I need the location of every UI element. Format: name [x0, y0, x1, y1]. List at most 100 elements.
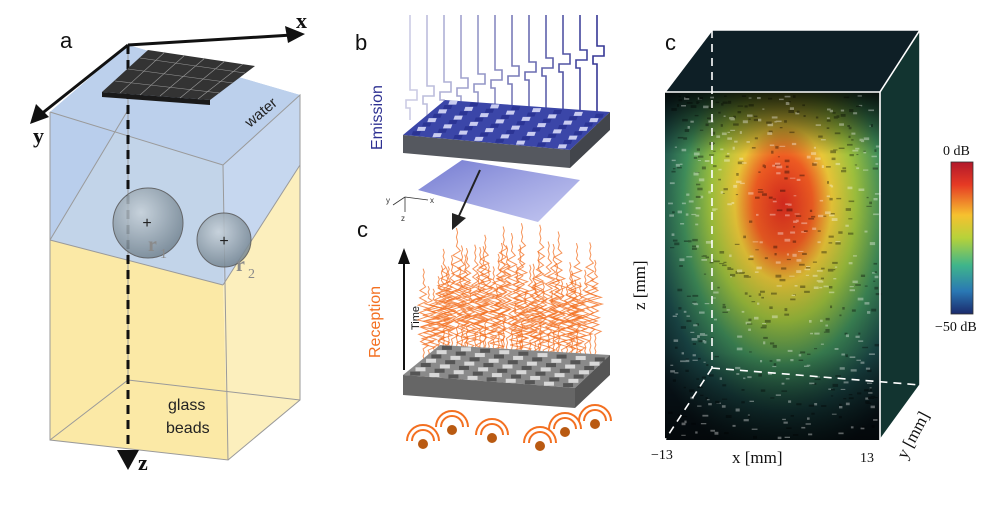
speckle-grain [825, 166, 831, 168]
speckle-grain [693, 152, 700, 156]
glass-beads-label-line2: beads [166, 420, 210, 437]
emission-element [495, 138, 505, 143]
speckle-grain [701, 255, 706, 257]
speckle-grain [790, 298, 796, 301]
z-axis-label: z [138, 450, 148, 475]
speckle-grain [670, 247, 675, 249]
reception-element [589, 361, 600, 366]
scatterer-wave-arc [583, 409, 607, 422]
speckle-grain [835, 162, 841, 166]
speckle-grain [758, 171, 761, 173]
emission-element [515, 140, 526, 145]
emission-wave [592, 15, 605, 128]
speckle-grain [774, 253, 777, 256]
speckle-grain [718, 168, 722, 171]
speckle-grain [821, 405, 827, 407]
speckle-grain [833, 116, 838, 119]
speckle-grain [822, 215, 827, 217]
speckle-grain [820, 139, 826, 141]
speckle-grain [827, 181, 829, 184]
emission-wave [575, 15, 588, 124]
speckle-grain [717, 286, 720, 289]
speckle-grain [830, 213, 835, 215]
speckle-grain [803, 230, 808, 232]
speckle-grain [746, 141, 750, 143]
speckle-grain [681, 148, 687, 152]
speckle-grain [813, 286, 819, 289]
reception-element [554, 373, 565, 378]
speckle-grain [763, 165, 766, 169]
speckle-grain [856, 167, 860, 170]
speckle-grain [840, 388, 846, 390]
reception-element [556, 354, 567, 359]
x-axis-arrowhead [285, 26, 305, 43]
speckle-grain [764, 257, 768, 260]
speckle-grain [843, 381, 849, 384]
volume-hidden-edges [664, 30, 921, 441]
emission-label: Emission [369, 85, 386, 150]
scatterer-wave-arc [406, 424, 440, 442]
speckle-grain [719, 263, 725, 265]
scatterer-wave-arc [435, 410, 469, 428]
emission-element [536, 142, 547, 147]
speckle-grain [747, 323, 753, 325]
speckle-grain [677, 288, 683, 292]
reception-element [467, 375, 478, 380]
speckle-grain [762, 108, 765, 110]
speckle-grain [696, 378, 700, 380]
speckle-grain [754, 137, 758, 140]
speckle-grain [858, 340, 864, 342]
emission-element [469, 121, 479, 126]
emission-wave [490, 15, 503, 128]
speckle-grain [840, 114, 846, 117]
reception-wave [549, 231, 568, 361]
speckle-grain [763, 341, 766, 345]
z-mm-label: z [mm] [630, 260, 649, 310]
speckle-grain [714, 208, 718, 210]
emission-element [448, 100, 458, 105]
speckle-grain [751, 147, 756, 149]
emission-element [510, 125, 521, 130]
speckle-grain [842, 167, 847, 170]
speckle-grain [815, 116, 819, 119]
reception-element [505, 378, 516, 383]
emission-array-grid [411, 100, 604, 149]
speckle-grain [789, 177, 796, 179]
speckle-grain [786, 427, 792, 429]
speckle-grain [692, 354, 696, 357]
speckle-grain [851, 309, 856, 312]
speckle-grain [692, 294, 699, 297]
speckle-grain [769, 306, 773, 309]
x-min-label: −13 [651, 448, 673, 463]
speckle-grain [710, 429, 715, 432]
scatterer-wave-arc [523, 426, 557, 444]
speckle-grain [681, 202, 686, 205]
speckle-grain [772, 200, 777, 203]
speckle-grain [695, 431, 698, 434]
speckle-grain [840, 109, 845, 112]
speckle-grain [777, 232, 784, 235]
speckle-grain [705, 241, 712, 244]
speckle-grain [686, 295, 691, 297]
speckle-grain [673, 339, 679, 342]
panel-a: + + a x y z water glass beads r 1 r 2 [30, 8, 307, 475]
speckle-grain [805, 267, 811, 269]
speckle-grain [743, 235, 746, 239]
speckle-grain [741, 310, 745, 313]
speckle-grain [758, 118, 762, 122]
speckle-grain [683, 386, 686, 389]
speckle-grain [747, 114, 753, 117]
speckle-grain [831, 388, 835, 391]
panel-c-reception: c Reception Time [357, 217, 612, 451]
speckle-grain [865, 397, 869, 400]
speckle-grain [785, 214, 790, 217]
speckle-grain [859, 138, 863, 142]
speckle-grain [757, 191, 764, 193]
speckle-grain [812, 261, 817, 263]
speckle-grain [725, 155, 730, 158]
speckle-grain [784, 308, 788, 312]
speckle-grain [736, 173, 739, 176]
speckle-grain [771, 116, 778, 119]
speckle-grain [690, 331, 695, 333]
volume-right [880, 30, 920, 440]
